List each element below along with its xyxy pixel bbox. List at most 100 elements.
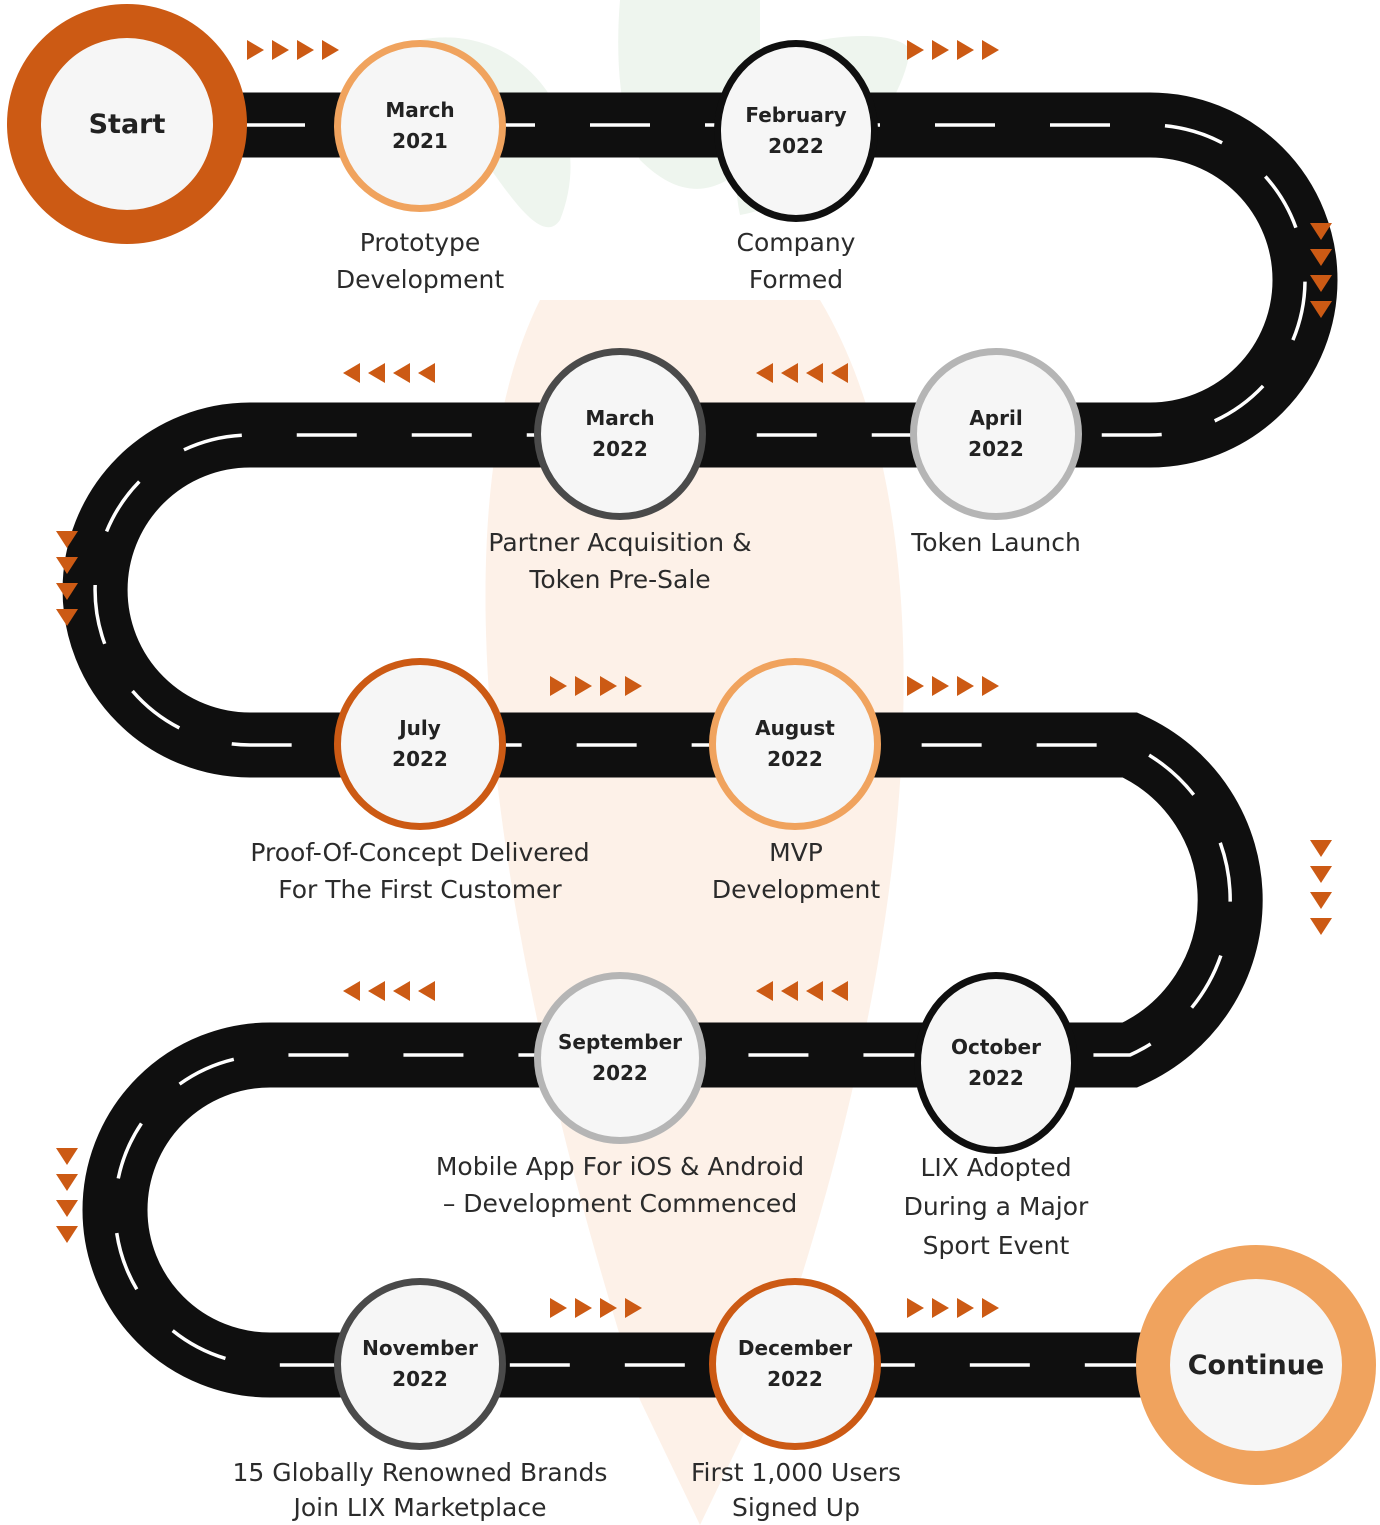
arrow-down-icon bbox=[56, 557, 78, 574]
arrow-right-icon bbox=[550, 676, 567, 696]
milestone-circle: April 2022 bbox=[910, 348, 1082, 520]
continue-label: Continue bbox=[1187, 1349, 1325, 1381]
arrow-down-icon bbox=[56, 1148, 78, 1165]
milestone-circle: July 2022 bbox=[334, 658, 506, 830]
direction-arrows bbox=[907, 40, 999, 60]
milestone-circle: November 2022 bbox=[334, 1278, 506, 1450]
milestone-year: 2022 bbox=[592, 437, 648, 461]
caption-line: Mobile App For iOS & Android bbox=[435, 1152, 805, 1181]
arrow-down-icon bbox=[1310, 918, 1332, 935]
arrow-right-icon bbox=[982, 676, 999, 696]
arrow-right-icon bbox=[600, 676, 617, 696]
direction-arrows bbox=[343, 363, 435, 383]
arrow-left-icon bbox=[756, 363, 773, 383]
direction-arrows bbox=[56, 1148, 78, 1243]
arrow-right-icon bbox=[575, 676, 592, 696]
direction-arrows bbox=[56, 531, 78, 626]
caption-line: Token Pre-Sale bbox=[529, 565, 711, 594]
arrow-right-icon bbox=[550, 1298, 567, 1318]
arrow-right-icon bbox=[625, 1298, 642, 1318]
arrow-down-icon bbox=[56, 1226, 78, 1243]
arrow-right-icon bbox=[932, 40, 949, 60]
caption-line: Token Launch bbox=[911, 528, 1081, 557]
milestone-circle: December 2022 bbox=[709, 1278, 881, 1450]
arrow-left-icon bbox=[368, 363, 385, 383]
milestone-month: April bbox=[969, 406, 1023, 430]
arrow-left-icon bbox=[418, 981, 435, 1001]
milestone-circle: February 2022 bbox=[714, 40, 878, 222]
arrow-right-icon bbox=[982, 40, 999, 60]
caption-line: Company bbox=[736, 228, 856, 257]
direction-arrows bbox=[907, 676, 999, 696]
milestone-year: 2022 bbox=[392, 1367, 448, 1391]
caption-line: LIX Adopted bbox=[920, 1153, 1072, 1182]
milestone-circle: March 2022 bbox=[534, 348, 706, 520]
milestone-month: September bbox=[558, 1030, 682, 1054]
arrow-right-icon bbox=[272, 40, 289, 60]
caption-line: Signed Up bbox=[732, 1493, 860, 1522]
direction-arrows bbox=[1310, 840, 1332, 935]
arrow-left-icon bbox=[343, 981, 360, 1001]
milestone-year: 2022 bbox=[968, 437, 1024, 461]
milestone-year: 2022 bbox=[392, 747, 448, 771]
arrow-left-icon bbox=[781, 981, 798, 1001]
arrow-down-icon bbox=[56, 1200, 78, 1217]
milestone-month: October bbox=[951, 1035, 1041, 1059]
milestone-year: 2022 bbox=[767, 1367, 823, 1391]
arrow-left-icon bbox=[781, 363, 798, 383]
arrow-left-icon bbox=[831, 981, 848, 1001]
milestone-year: 2022 bbox=[768, 134, 824, 158]
arrow-right-icon bbox=[907, 1298, 924, 1318]
direction-arrows bbox=[550, 676, 642, 696]
milestone-month: February bbox=[745, 103, 847, 127]
arrow-right-icon bbox=[575, 1298, 592, 1318]
milestone-caption: Prototype Development bbox=[210, 224, 630, 298]
direction-arrows bbox=[1310, 223, 1332, 318]
milestone-year: 2022 bbox=[767, 747, 823, 771]
caption-line: Partner Acquisition & bbox=[488, 528, 752, 557]
milestone-caption: First 1,000 Users Signed Up bbox=[586, 1455, 1006, 1525]
direction-arrows bbox=[756, 981, 848, 1001]
arrow-down-icon bbox=[56, 609, 78, 626]
milestone-month: March bbox=[585, 406, 655, 430]
caption-line: Sport Event bbox=[922, 1231, 1070, 1260]
caption-line: Development bbox=[335, 265, 505, 294]
arrow-left-icon bbox=[393, 981, 410, 1001]
arrow-left-icon bbox=[806, 363, 823, 383]
arrow-right-icon bbox=[322, 40, 339, 60]
arrow-down-icon bbox=[56, 583, 78, 600]
milestone-circle: October 2022 bbox=[914, 972, 1078, 1154]
milestone-caption: 15 Globally Renowned Brands Join LIX Mar… bbox=[210, 1455, 630, 1525]
direction-arrows bbox=[550, 1298, 642, 1318]
milestone-caption: Partner Acquisition & Token Pre-Sale bbox=[410, 524, 830, 598]
caption-line: Formed bbox=[748, 265, 844, 294]
arrow-left-icon bbox=[831, 363, 848, 383]
caption-line: Proof-Of-Concept Delivered bbox=[250, 838, 590, 867]
arrow-down-icon bbox=[1310, 892, 1332, 909]
caption-line: 15 Globally Renowned Brands bbox=[232, 1458, 608, 1487]
caption-line: Development bbox=[711, 875, 881, 904]
arrow-right-icon bbox=[297, 40, 314, 60]
direction-arrows bbox=[907, 1298, 999, 1318]
arrow-right-icon bbox=[247, 40, 264, 60]
caption-line: First 1,000 Users bbox=[690, 1458, 902, 1487]
arrow-right-icon bbox=[932, 676, 949, 696]
arrow-left-icon bbox=[756, 981, 773, 1001]
arrow-left-icon bbox=[806, 981, 823, 1001]
milestone-month: July bbox=[399, 716, 441, 740]
arrow-left-icon bbox=[393, 363, 410, 383]
start-label: Start bbox=[88, 108, 166, 140]
milestone-caption: Company Formed bbox=[586, 224, 1006, 298]
arrow-down-icon bbox=[1310, 275, 1332, 292]
direction-arrows bbox=[247, 40, 339, 60]
arrow-right-icon bbox=[907, 676, 924, 696]
caption-line: During a Major bbox=[903, 1192, 1089, 1221]
arrow-down-icon bbox=[1310, 840, 1332, 857]
arrow-right-icon bbox=[907, 40, 924, 60]
arrow-down-icon bbox=[1310, 301, 1332, 318]
milestone-caption: Mobile App For iOS & Android – Developme… bbox=[410, 1148, 830, 1222]
caption-line: – Development Commenced bbox=[442, 1189, 798, 1218]
lane-markings bbox=[93, 123, 1307, 1367]
